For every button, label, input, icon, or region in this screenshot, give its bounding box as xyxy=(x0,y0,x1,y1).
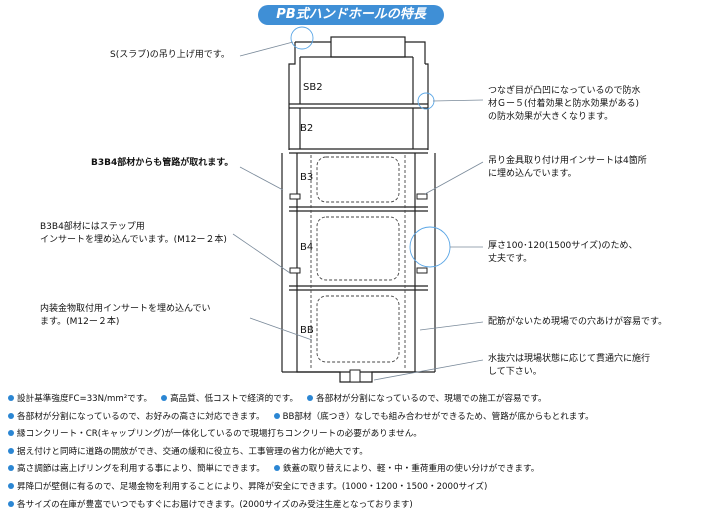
callout-step-insert: B3B4部材にはステップ用 インサートを埋め込んでいます。(M12ー２本) xyxy=(40,222,227,245)
note-row-4: 据え付けと同時に道路の開放ができ、交通の緩和に役立ち、工事管理の省力化が絶大です… xyxy=(8,445,713,463)
section-label-sb2: SB2 xyxy=(303,82,323,93)
callout-joint-waterproof: つなぎ目が凸凹になっているので防水 材Ｇー５(付着効果と防水効果がある) の防水… xyxy=(488,86,641,122)
lifting-hook-circle xyxy=(290,26,314,50)
callout-drilling: 配筋がないため現場での穴あけが容易です。 xyxy=(488,317,668,327)
bullet-icon xyxy=(8,482,14,489)
callout-leaders xyxy=(232,41,484,381)
feature-notes: 設計基準強度FC=33N/mm²です。高品質、低コストで経済的です。各部材が分割… xyxy=(8,392,713,515)
callout-drain-hole: 水抜穴は現場状態に応じて貫通穴に施行 して下さい。 xyxy=(488,354,651,377)
section-label-b4: B4 xyxy=(300,242,313,253)
callout-lifting-insert: 吊り金具取り付け用インサートは4箇所 に埋め込んでいます。 xyxy=(488,156,647,179)
callout-circles xyxy=(290,26,451,268)
bullet-icon xyxy=(8,500,14,507)
handhole-diagram: SB2 B2 B3 B4 BB xyxy=(232,26,484,383)
bullet-icon xyxy=(8,395,14,401)
note-row-1: 設計基準強度FC=33N/mm²です。高品質、低コストで経済的です。各部材が分割… xyxy=(8,392,713,410)
callout-pipe-from-b3b4: B3B4部材からも管路が取れます。 xyxy=(91,158,234,168)
bullet-icon xyxy=(8,430,14,437)
callout-thickness: 厚さ100･120(1500サイズ)のため、 丈夫です。 xyxy=(488,241,638,264)
opening-b4 xyxy=(316,216,400,281)
callout-fitting-insert: 内装金物取付用インサートを埋め込んでい ます。(M12ー２本) xyxy=(40,304,211,327)
note-row-5: 高さ調節は嵩上げリングを利用する事により、簡単にできます。鉄蓋の取り替えにより、… xyxy=(8,462,713,480)
manhole-opening xyxy=(330,36,406,58)
page-title: PB式ハンドホールの特長 xyxy=(258,5,444,25)
bullet-icon xyxy=(273,465,280,472)
bullet-icon xyxy=(307,395,314,401)
pipe-openings xyxy=(310,155,406,368)
bullet-icon xyxy=(8,465,14,472)
note-row-2: 各部材が分割になっているので、お好みの高さに対応できます。BB部材（底つき）なし… xyxy=(8,410,713,428)
bullet-icon xyxy=(161,395,168,401)
wall-thickness-circle xyxy=(409,226,451,268)
bullet-icon xyxy=(8,447,14,454)
opening-bb xyxy=(316,295,400,363)
note-row-7: 各サイズの在庫が豊富でいつでもすぐにお届けできます。(2000サイズのみ受注生産… xyxy=(8,498,713,516)
slab-top xyxy=(288,36,429,150)
note-row-6: 昇降口が壁側に有るので、足場金物を利用することにより、昇降が安全にできます。(1… xyxy=(8,480,713,498)
callout-lifting-hook: S(スラブ)の吊り上げ用です。 xyxy=(110,50,230,60)
section-label-bb: BB xyxy=(300,325,314,336)
section-label-b3: B3 xyxy=(300,172,313,183)
joint-circle xyxy=(417,92,435,110)
opening-b3 xyxy=(316,156,400,203)
section-label-b2: B2 xyxy=(300,123,313,134)
bullet-icon xyxy=(8,412,14,419)
bullet-icon xyxy=(273,412,280,419)
section-labels: SB2 B2 B3 B4 BB xyxy=(300,82,323,336)
step-inserts xyxy=(289,193,428,383)
note-row-3: 縁コンクリート・CR(キャップリング)が一体化しているので現場打ちコンクリートの… xyxy=(8,427,713,445)
